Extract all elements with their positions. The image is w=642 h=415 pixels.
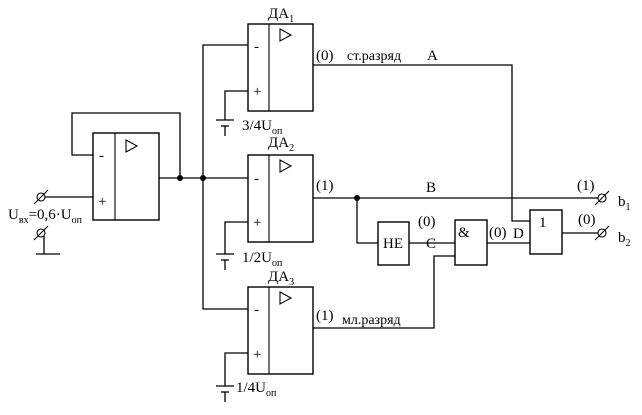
input-voltage-label: Uвх=0,6·Uоп (8, 207, 83, 226)
and-gate-label: & (458, 225, 470, 241)
da2-out-state: (1) (316, 178, 334, 194)
not-gate-label: НЕ (383, 236, 403, 252)
not-input-wire (356, 198, 378, 244)
da3-label: ДА3 (268, 269, 294, 288)
da3-ref-battery (216, 385, 234, 402)
da1-minus-pin: - (254, 39, 259, 55)
da2-ref-wire (224, 221, 248, 254)
da1-out-state: (0) (316, 48, 334, 64)
da3-ref-wire (224, 352, 248, 386)
b1-state: (1) (577, 178, 595, 194)
output-b2-label: b2 (618, 230, 631, 249)
da3-plus-pin: + (253, 347, 261, 363)
da1-ref-battery (216, 119, 234, 136)
ground-wire (36, 236, 60, 255)
comparator-da3: - + ДА3 (247, 269, 314, 375)
da1-label: ДА1 (268, 6, 294, 25)
output-terminal-b1 (594, 190, 610, 206)
input-bus (202, 44, 248, 310)
da1-out-label: ст.разряд (347, 49, 401, 64)
da2-plus-pin: + (253, 215, 261, 231)
b2-state: (0) (578, 212, 596, 228)
da3-out-wire (313, 255, 455, 329)
comparator-da1: - + ДА1 (247, 6, 314, 112)
or-gate-label: 1 (539, 215, 547, 231)
node-b-label: B (426, 180, 436, 196)
comparator-da2: - + ДА2 (247, 135, 314, 243)
node-d-label: D (513, 226, 524, 242)
junction-dot (177, 175, 183, 181)
da2-minus-pin: - (254, 171, 259, 187)
buffer-amp: - + (92, 132, 160, 221)
da3-ref-label: 1/4Uоп (236, 380, 277, 399)
da1-ref-wire (224, 90, 248, 120)
or-gate: 1 (529, 209, 563, 255)
output-terminal-b2 (594, 225, 610, 241)
da3-minus-pin: - (254, 302, 259, 318)
buffer-minus-pin: - (99, 148, 104, 164)
not-gate: НЕ (377, 221, 410, 266)
da2-label: ДА2 (268, 135, 294, 154)
and-gate: & (454, 219, 488, 266)
buffer-feedback-wire (71, 112, 181, 178)
not-out-state: (0) (418, 214, 436, 230)
da2-ref-label: 1/2Uоп (242, 250, 283, 269)
da2-ref-battery (216, 253, 234, 270)
da1-plus-pin: + (253, 84, 261, 100)
node-a-label: A (427, 48, 438, 64)
output-b1-label: b1 (618, 194, 631, 213)
da3-out-label: мл.разряд (342, 313, 401, 328)
da3-out-state: (1) (316, 308, 334, 324)
da1-ref-label: 3/4Uоп (242, 118, 283, 137)
buffer-plus-pin: + (98, 194, 106, 210)
and-out-state: (0) (489, 225, 507, 241)
node-c-label: C (426, 236, 436, 252)
input-terminal (33, 189, 49, 241)
wire-a (313, 64, 530, 222)
